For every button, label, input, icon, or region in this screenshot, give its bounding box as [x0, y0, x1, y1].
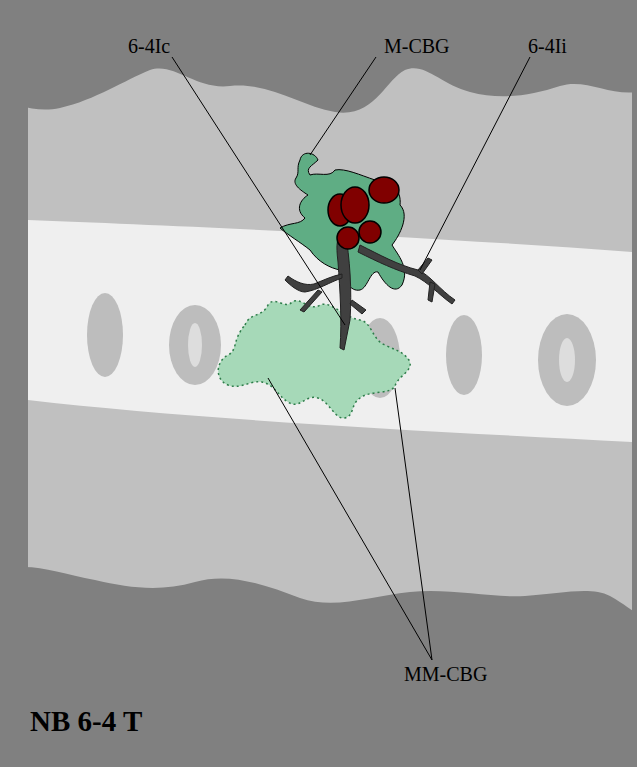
oval — [169, 305, 221, 385]
oval-inner — [188, 323, 202, 367]
neuron-process — [428, 282, 435, 302]
oval-inner — [559, 338, 575, 382]
cortex-blob-top — [0, 0, 637, 113]
neuron-cell-bodies — [328, 177, 399, 249]
oval — [87, 293, 123, 377]
neuron-process — [358, 245, 455, 304]
cell-body — [341, 187, 369, 223]
leader-line — [395, 388, 432, 660]
neuron-process — [300, 290, 322, 312]
leader-line — [268, 378, 432, 660]
oval — [446, 315, 482, 395]
cortex-blob-bottom — [0, 567, 637, 767]
structure-label: M-CBG — [384, 36, 450, 56]
leader-line — [172, 57, 345, 325]
structure-label: MM-CBG — [404, 664, 487, 684]
neuron-cell-bodies-processes — [285, 230, 455, 350]
cell-body — [337, 227, 359, 249]
neuron-process — [350, 300, 366, 314]
structure-label: 6-4Ic — [128, 36, 170, 56]
oval — [538, 314, 596, 406]
leader-line — [420, 57, 530, 270]
structure-label: 6-4Ii — [528, 36, 567, 56]
cell-body — [369, 177, 399, 203]
cell-body — [359, 221, 381, 243]
neuropil-region — [28, 58, 632, 648]
panel-title: NB 6-4 T — [30, 707, 142, 736]
leader-line — [310, 57, 376, 155]
mm-cbg-glia — [218, 301, 410, 419]
leader-lines — [172, 57, 530, 660]
